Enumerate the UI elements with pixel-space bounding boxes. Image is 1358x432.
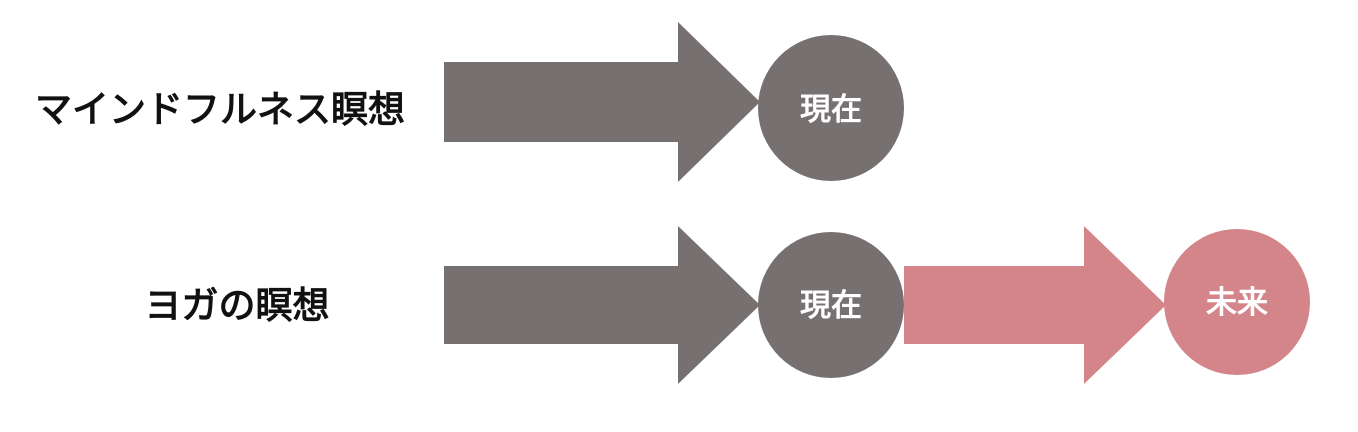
node-label: 現在 — [800, 288, 862, 324]
row-mindfulness: マインドフルネス瞑想 現在 — [35, 22, 904, 182]
node-present-mindfulness: 現在 — [758, 35, 904, 181]
node-circle — [758, 35, 904, 181]
node-label: 未来 — [1206, 285, 1268, 321]
arrow-to-present-yoga — [444, 226, 760, 384]
row-label-mindfulness: マインドフルネス瞑想 — [35, 88, 405, 131]
arrow-to-present-mindfulness — [444, 22, 760, 182]
arrow-to-future-yoga — [904, 226, 1166, 384]
row-yoga: ヨガの瞑想 現在 未来 — [145, 226, 1310, 384]
node-present-yoga: 現在 — [758, 232, 904, 378]
row-label-yoga: ヨガの瞑想 — [145, 284, 330, 327]
node-circle — [1164, 229, 1310, 375]
node-circle — [758, 232, 904, 378]
node-future-yoga: 未来 — [1164, 229, 1310, 375]
node-label: 現在 — [800, 92, 862, 128]
